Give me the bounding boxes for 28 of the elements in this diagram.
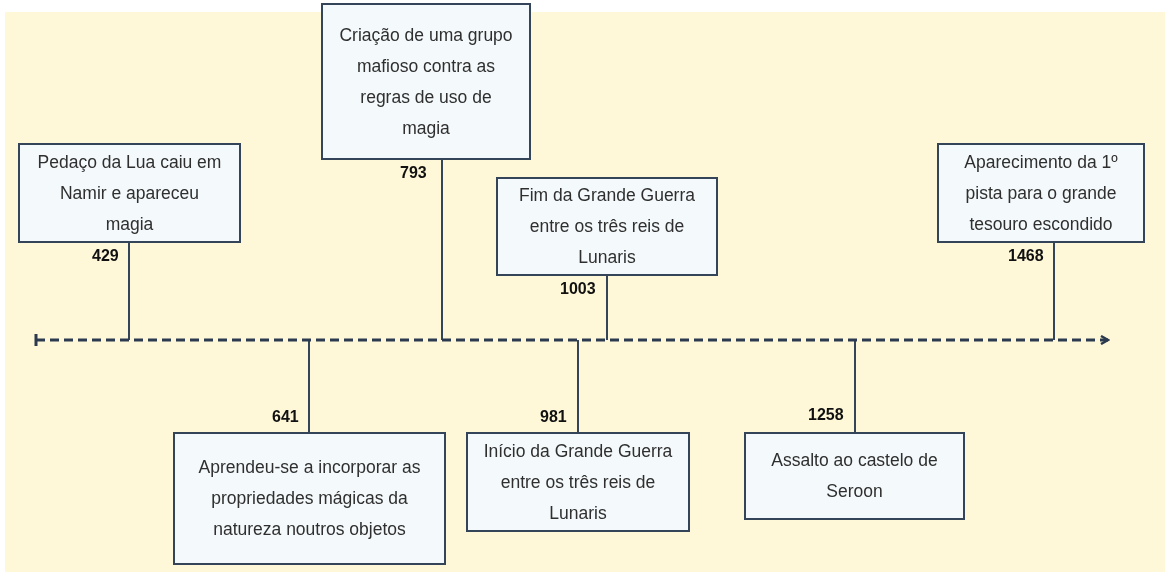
event-text: Início da Grande Guerra entre os três reis de Lunaris — [482, 439, 674, 525]
connector-line — [308, 339, 310, 433]
event-box — [173, 432, 446, 565]
year-label: 981 — [540, 408, 567, 426]
event-box — [18, 143, 241, 243]
year-label: 1003 — [560, 280, 596, 298]
year-label: 429 — [92, 247, 119, 265]
year-label: 1258 — [808, 406, 844, 424]
connector-line — [854, 339, 856, 433]
year-label: 1468 — [1008, 247, 1044, 265]
year-label: 641 — [272, 408, 299, 426]
connector-line — [128, 242, 130, 341]
event-text: Assalto ao castelo de Seroon — [770, 449, 939, 503]
year-label: 793 — [400, 164, 427, 182]
connector-line — [606, 275, 608, 341]
event-box — [937, 143, 1145, 243]
connector-line — [577, 339, 579, 433]
event-text: Aparecimento da 1º pista para o grande tesouro escondido — [963, 150, 1119, 236]
connector-line — [441, 159, 443, 341]
event-box — [496, 177, 718, 276]
event-text: Aprendeu-se a incorporar as propriedades mágicas da natureza noutros objetos — [197, 456, 422, 541]
event-text: Fim da Grande Guerra entre os três reis de Lunaris — [517, 184, 696, 269]
event-text: Pedaço da Lua caiu em Namir e apareceu magia — [36, 150, 223, 236]
connector-line — [1053, 242, 1055, 341]
event-box — [321, 3, 531, 160]
event-text: Criação de uma grupo mafioso contra as regras de uso de magia — [338, 23, 514, 140]
event-box — [744, 432, 965, 520]
event-box — [466, 432, 690, 532]
